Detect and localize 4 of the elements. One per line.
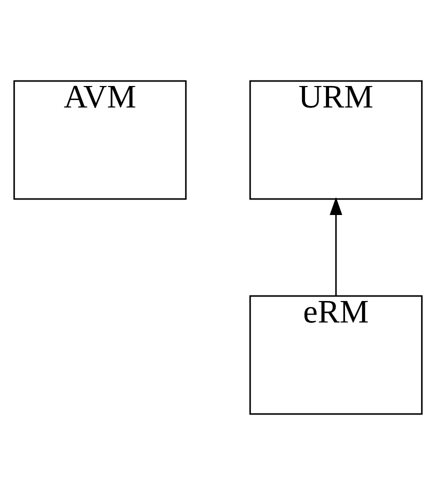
node-box: URM	[249, 80, 423, 200]
node-box: AVM	[13, 80, 187, 200]
arrow	[330, 197, 342, 296]
node-box: eRM	[249, 295, 423, 415]
